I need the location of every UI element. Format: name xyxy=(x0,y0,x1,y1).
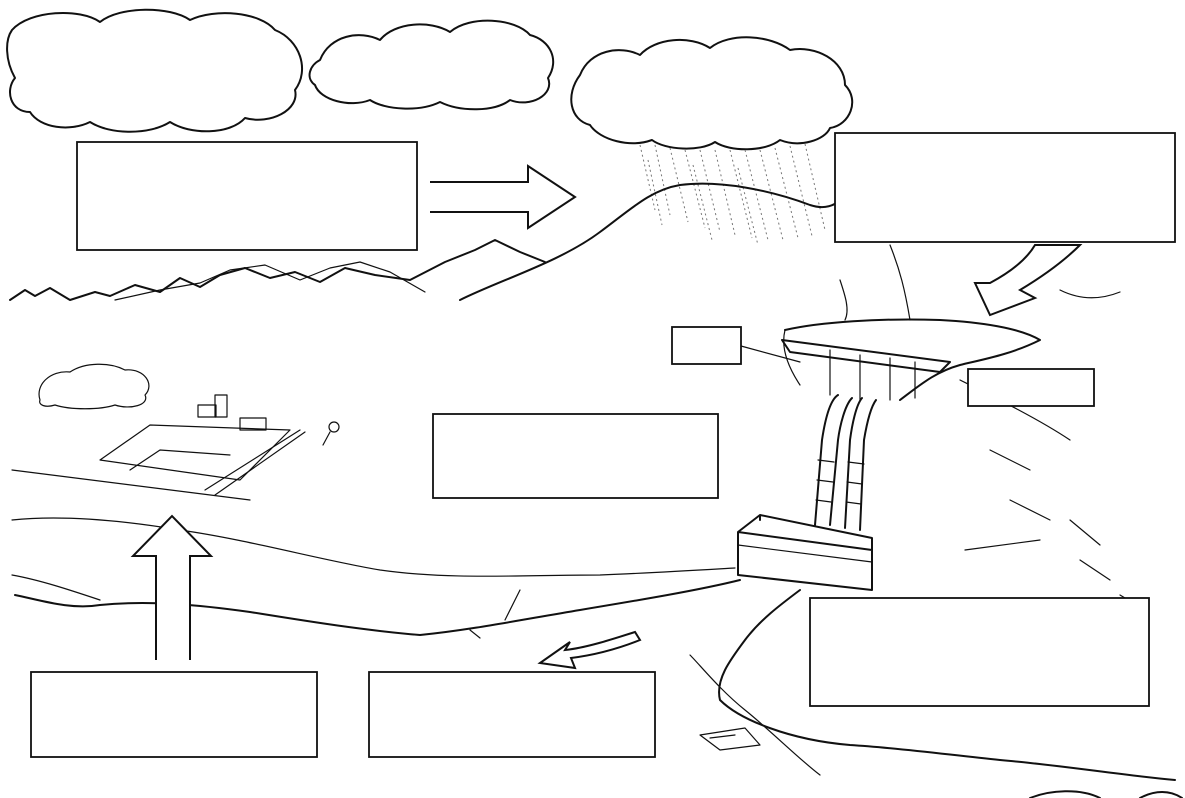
river-bank-lower xyxy=(690,655,820,775)
farm-building xyxy=(198,405,216,417)
farm-tree-small xyxy=(329,422,339,432)
label-box-dam-right[interactable] xyxy=(968,369,1094,406)
tree-bush xyxy=(39,364,149,409)
label-box-center[interactable] xyxy=(433,414,718,498)
farm-silo xyxy=(215,395,227,417)
cloud-middle xyxy=(310,21,554,110)
label-box-bottom-left[interactable] xyxy=(31,672,317,757)
label-box-bottom-right[interactable] xyxy=(810,598,1149,706)
power-station xyxy=(738,515,872,590)
label-box-top-left[interactable] xyxy=(77,142,417,250)
boat xyxy=(700,728,760,750)
corner-shape-right xyxy=(1140,792,1182,798)
ridge-line-2 xyxy=(840,280,847,320)
corner-shape-left xyxy=(1030,791,1100,798)
cloud-right xyxy=(571,37,852,149)
grass-field xyxy=(12,518,735,576)
mountain-ridge-front xyxy=(115,262,425,300)
arrow-up xyxy=(133,516,211,660)
cloud-left xyxy=(7,10,302,132)
leader-line-dam xyxy=(741,346,800,362)
arrow-down-curved xyxy=(975,245,1080,315)
dam-wall xyxy=(782,340,950,372)
label-box-top-right[interactable] xyxy=(835,133,1175,242)
rain-shower xyxy=(640,144,825,245)
river-main xyxy=(15,580,740,635)
ridge-line-1 xyxy=(890,245,910,320)
farm-road xyxy=(205,430,305,495)
label-box-dam-left[interactable] xyxy=(672,327,741,364)
reservoir-left-bank xyxy=(784,330,800,385)
hillside-right xyxy=(960,380,1145,610)
label-box-bottom-middle[interactable] xyxy=(369,672,655,757)
ridge-line-3 xyxy=(1060,290,1120,298)
arrow-right xyxy=(430,166,575,228)
arrow-river-flow xyxy=(540,632,640,668)
